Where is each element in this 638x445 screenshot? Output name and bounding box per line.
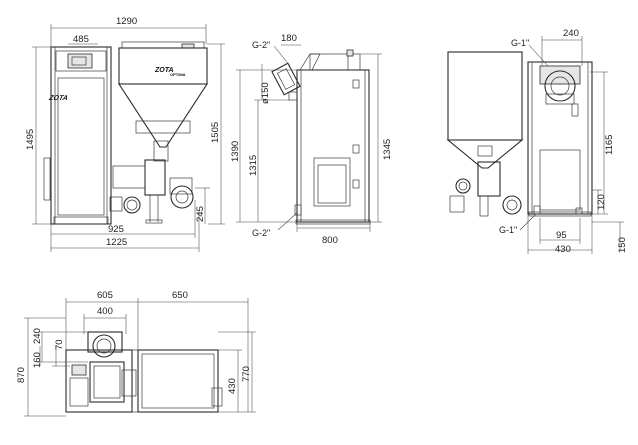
- dim-height-1390: 1390: [230, 141, 241, 162]
- dim-width-650: 650: [172, 290, 188, 301]
- dim-hopper-height: 1505: [210, 122, 221, 143]
- top-view: 605 650 400 870 240 160 70 770 430: [16, 290, 256, 417]
- conn-rear-top: G-1": [511, 38, 529, 48]
- dim-width-400: 400: [97, 306, 113, 317]
- dim-height-430: 430: [227, 378, 238, 394]
- dim-height-870: 870: [16, 367, 27, 383]
- side-view: G-2" G-2" 180 ø150 1390 1315 1345 800: [230, 33, 393, 246]
- brand-logo-front: ZOTA: [47, 95, 68, 102]
- conn-side-bottom: G-2": [252, 228, 270, 238]
- rear-dimension-lines: [519, 36, 624, 254]
- dim-flue-offset: 180: [281, 33, 297, 44]
- front-dimension-lines: [32, 24, 225, 252]
- boiler-body-rear: [446, 51, 593, 217]
- dim-flue-diameter: ø150: [260, 82, 271, 104]
- conn-rear-bottom: G-1": [499, 225, 517, 235]
- dim-height-120: 120: [596, 194, 607, 210]
- dim-height-1315: 1315: [248, 155, 259, 176]
- fuel-hopper-front: [109, 41, 209, 224]
- dim-boiler-width: 485: [73, 34, 89, 45]
- dim-width-430: 430: [555, 244, 571, 255]
- dim-height-1165: 1165: [604, 135, 615, 155]
- dim-height-240: 240: [32, 328, 43, 344]
- dim-width-240: 240: [563, 28, 579, 39]
- dim-overall-width: 1290: [116, 16, 137, 27]
- boiler-body-front: [43, 46, 112, 225]
- conn-side-top: G-2": [252, 40, 270, 50]
- dim-width-605: 605: [97, 290, 113, 301]
- dim-height-150: 150: [617, 237, 628, 253]
- top-dimension-lines: [24, 298, 256, 417]
- dim-height-1345: 1345: [382, 139, 393, 160]
- dim-height-70: 70: [54, 339, 65, 350]
- dim-overall-height: 1495: [25, 129, 36, 150]
- boiler-body-side: [271, 49, 371, 225]
- model-name-hopper: OPTIMA: [170, 72, 186, 77]
- dim-burner-height: 245: [195, 206, 206, 222]
- brand-logo-hopper: ZOTA: [154, 67, 174, 74]
- dim-width-800: 800: [322, 235, 338, 246]
- dim-depth-1225: 1225: [106, 237, 127, 248]
- front-view: ZOTA ZOTA OPTIMA 1290 485 1495 1505 2: [25, 16, 225, 252]
- rear-view: G-1" G-1" 240 1165 120 150 95 430: [446, 28, 628, 255]
- side-dimension-lines: [236, 44, 382, 232]
- dim-height-770: 770: [241, 366, 252, 382]
- dim-height-160: 160: [32, 352, 43, 368]
- dim-depth-925: 925: [108, 224, 124, 235]
- dim-width-95: 95: [556, 230, 567, 241]
- boiler-top-outline: [65, 331, 223, 413]
